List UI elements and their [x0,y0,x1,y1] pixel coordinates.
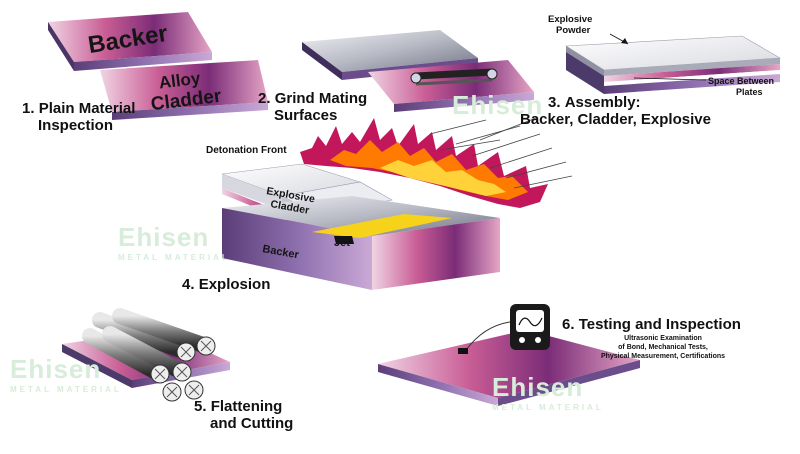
step6-plate [378,330,640,406]
watermark-brand: Ehisen [452,90,544,120]
step1-title: Plain Material [38,100,136,117]
step3-assembly [565,35,782,94]
detonation-front-flames [300,118,548,208]
callout-powder-line1: Explosive [548,14,592,25]
debris-streaks [429,117,573,189]
grinder-tool [410,68,498,86]
step2-number: 2. [258,90,271,107]
step6-details: Ultrasonic Examination of Bond, Mechanic… [578,335,748,361]
watermark-sub: METAL MATERIAL [492,403,604,412]
roller-set [82,308,216,402]
ultrasonic-tester-icon [458,304,550,354]
callout-space-line1: Space Between [708,76,774,86]
step6-detail2: of Bond, Mechanical Tests, [618,343,708,351]
watermark-bottom-left: Ehisen METAL MATERIAL [10,354,122,394]
callout-explosive-powder: Explosive Powder [548,14,592,36]
step6-title: Testing and Inspection [578,316,741,333]
alloy-plate-label: Alloy [158,68,202,92]
step3-caption: 3. Assembly: Backer, Cladder, Explosive [520,94,711,129]
watermark-bottom-right: Ehisen METAL MATERIAL [492,372,604,412]
step4-caption: 4. Explosion [182,276,270,293]
watermark-brand: Ehisen [492,372,584,402]
callout-powder-line2: Powder [556,25,591,36]
step4-line1: 4. Explosion [182,276,270,293]
step3-callout-lines [609,33,707,81]
watermark-sub: METAL MATERIAL [10,385,122,394]
watermark-top: Ehisen [452,90,543,121]
step3-number: 3. [548,94,561,111]
step1-line1: 1. Plain Material [22,100,135,117]
step5-line1: 5. Flattening [194,398,293,415]
step4-number: 4. [182,276,195,293]
callout-space-line2: Plates [736,87,763,97]
step5-title: Flattening [210,398,283,415]
watermark-brand: Ehisen [10,354,102,384]
detonation-front-label: Detonation Front [206,145,287,156]
step5-caption: 5. Flattening and Cutting [194,398,293,433]
step1-number: 1. [22,100,35,117]
step3-line1: 3. Assembly: [548,94,711,111]
watermark-sub: METAL MATERIAL [118,253,230,262]
jet-label: Jet [334,237,350,249]
step2-line1: 2. Grind Mating [258,90,367,107]
step3-line2: Backer, Cladder, Explosive [520,111,711,129]
step6-number: 6. [562,316,575,333]
step5-number: 5. [194,398,207,415]
step3-title: Assembly: [564,94,641,111]
step6-detail3: Physical Measurement, Certifications [600,352,726,360]
step4-title: Explosion [198,276,271,293]
callout-space-between: Space Between Plates [708,76,774,97]
step2-line2: Surfaces [274,107,338,125]
step6-detail1: Ultrasonic Examination [624,335,702,342]
step1-backer-plate: Backer [48,12,212,71]
watermark-mid: Ehisen METAL MATERIAL [118,222,230,262]
step2-caption: 2. Grind Mating Surfaces [258,90,367,125]
step1-cladder-plate: Alloy Cladder [100,60,268,120]
step5-line2: and Cutting [210,415,294,433]
explosion-block [221,163,500,290]
step1-caption: 1. Plain Material Inspection [22,100,135,135]
step6-caption: 6. Testing and Inspection [562,316,741,333]
step1-line2: Inspection [38,117,114,135]
step2-title: Grind Mating [274,90,368,107]
step6-line1: 6. Testing and Inspection [562,316,741,333]
watermark-brand: Ehisen [118,222,210,252]
